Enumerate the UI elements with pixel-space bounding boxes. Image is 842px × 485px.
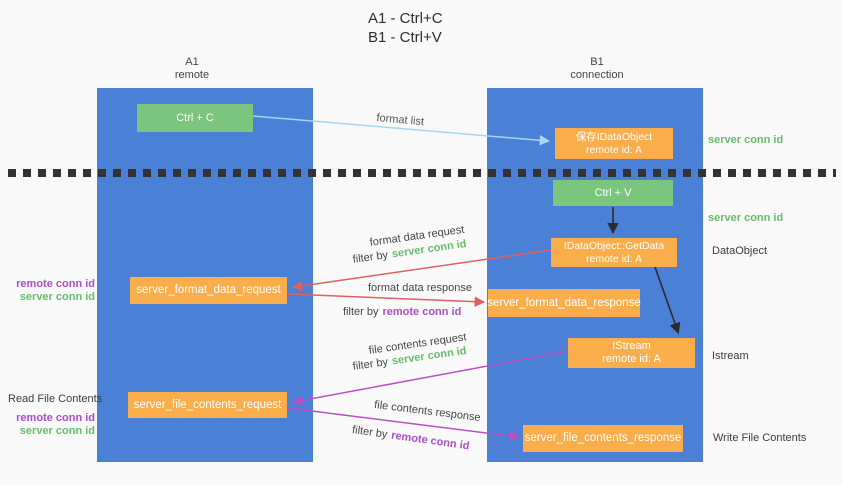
server-conn-id-text: server conn id (19, 291, 95, 303)
node-save-dataobject: 保存IDataObject remote id: A (555, 128, 673, 159)
node-istream-line2: remote id: A (602, 353, 661, 365)
remote-conn-id-text: remote conn id (390, 429, 471, 453)
filter-by-text: filter by (352, 356, 389, 373)
node-ctrl-v: Ctrl + V (553, 180, 673, 206)
filter-by-text: filter by (343, 306, 379, 318)
node-save-dataobject-line2: remote id: A (585, 143, 643, 156)
label-file-contents-response: file contents response (373, 399, 482, 424)
node-istream-line1: IStream (612, 340, 651, 352)
label-dataobject: DataObject (712, 245, 768, 257)
remote-conn-id-text: remote conn id (16, 278, 95, 290)
node-getdata-line1: IDataObject::GetData (563, 239, 665, 252)
label-format-list: format list (375, 112, 425, 129)
column-a-header: A1 remote (147, 56, 237, 82)
diagram-title: A1 - Ctrl+C B1 - Ctrl+V (368, 9, 443, 47)
column-b-header: B1 connection (552, 56, 642, 82)
label-conn-id-pair-2: remote conn id server conn id (10, 412, 95, 438)
node-ctrl-c-label: Ctrl + C (176, 111, 214, 124)
column-b-title: B1 (590, 56, 604, 68)
node-server-format-data-response: server_format_data_response (487, 289, 641, 317)
dotted-separator (8, 169, 836, 177)
label-read-file-contents: Read File Contents (8, 393, 103, 405)
node-server-file-contents-response: server_file_contents_response (523, 425, 683, 452)
node-ctrl-c: Ctrl + C (137, 104, 253, 132)
remote-conn-id-text: remote conn id (16, 412, 95, 424)
node-server-file-contents-request-label: server_file_contents_request (133, 398, 282, 411)
node-save-dataobject-line1: 保存IDataObject (575, 130, 653, 143)
node-ctrl-v-label: Ctrl + V (594, 186, 632, 199)
label-server-conn-id-mid: server conn id (708, 212, 784, 224)
node-server-format-data-request: server_format_data_request (130, 277, 287, 304)
column-a-title: A1 (185, 56, 199, 68)
title-line-2: B1 - Ctrl+V (368, 29, 442, 46)
label-server-conn-id-top: server conn id (708, 134, 784, 146)
column-a-subtitle: remote (174, 69, 210, 81)
filter-by-text: filter by (351, 424, 389, 441)
remote-conn-id-text: remote conn id (382, 306, 462, 318)
title-line-1: A1 - Ctrl+C (368, 10, 443, 27)
node-server-format-data-response-label: server_format_data_response (487, 296, 641, 309)
arrow-format-data-response (287, 293, 486, 307)
node-server-file-contents-request: server_file_contents_request (128, 392, 287, 418)
node-getdata: IDataObject::GetData remote id: A (551, 238, 677, 267)
filter-by-text: filter by (352, 249, 389, 266)
label-istream: Istream (712, 350, 749, 362)
label-write-file-contents: Write File Contents (713, 432, 807, 444)
server-conn-id-text: server conn id (19, 425, 95, 437)
node-server-file-contents-response-label: server_file_contents_response (524, 432, 682, 444)
label-format-data-response: format data response (368, 282, 472, 294)
label-conn-id-pair-1: remote conn id server conn id (10, 278, 95, 304)
node-istream: IStream remote id: A (568, 338, 695, 368)
node-server-format-data-request-label: server_format_data_request (136, 284, 281, 296)
node-getdata-line2: remote id: A (585, 252, 643, 265)
column-b-subtitle: connection (570, 69, 624, 81)
